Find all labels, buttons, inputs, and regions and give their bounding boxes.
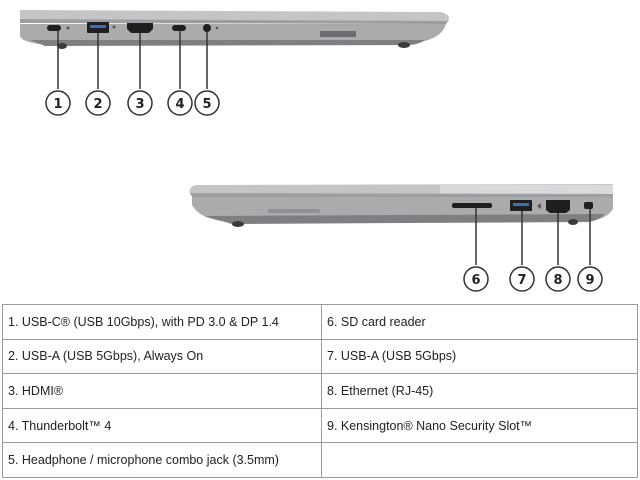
callout-4-label: 4 — [175, 97, 184, 112]
lock-slot-icon — [584, 202, 593, 209]
callout-6: 6 — [463, 266, 489, 292]
callout-9: 9 — [577, 266, 603, 292]
ports-legend-table: 1. USB-C® (USB 10Gbps), with PD 3.0 & DP… — [2, 304, 638, 478]
port-description: 9. Kensington® Nano Security Slot™ — [321, 407, 638, 444]
usb-symbol-icon — [112, 25, 116, 29]
callout-1-label: 1 — [53, 97, 62, 112]
port-description-empty — [321, 442, 638, 478]
lid-highlight — [440, 185, 613, 194]
table-row: 1. USB-C® (USB 10Gbps), with PD 3.0 & DP… — [2, 304, 638, 340]
audio-jack-icon — [203, 24, 211, 32]
table-row: 2. USB-A (USB 5Gbps), Always On 7. USB-A… — [2, 338, 638, 375]
table-row: 3. HDMI® 8. Ethernet (RJ-45) — [2, 373, 638, 409]
laptop-foot-left-1 — [57, 43, 67, 49]
headset-symbol-icon — [215, 26, 219, 30]
port-description: 2. USB-A (USB 5Gbps), Always On — [2, 338, 322, 375]
laptop-right-side-view — [189, 184, 613, 227]
callout-leaders-right — [475, 208, 591, 265]
hdmi-port-icon — [127, 23, 153, 33]
callout-9-label: 9 — [585, 273, 594, 288]
usb-symbol-right-icon — [537, 203, 541, 209]
laptop-base-left — [20, 24, 446, 44]
usb-c-port-icon — [47, 25, 61, 31]
callout-7-label: 7 — [517, 273, 526, 288]
led-icon — [66, 26, 70, 30]
laptop-ports-diagram: 1 2 3 4 5 — [20, 10, 613, 292]
callout-2-label: 2 — [93, 97, 102, 112]
thunderbolt-port-icon — [172, 25, 186, 31]
laptop-base-shadow-left — [30, 40, 425, 46]
port-description: 3. HDMI® — [2, 373, 322, 409]
callout-1: 1 — [45, 90, 71, 116]
port-description: 7. USB-A (USB 5Gbps) — [321, 338, 638, 375]
laptop-foot-right-2 — [568, 219, 578, 225]
sd-slot-icon — [452, 203, 492, 208]
table-row: 4. Thunderbolt™ 4 9. Kensington® Nano Se… — [2, 407, 638, 444]
ethernet-port-icon — [546, 200, 570, 213]
callout-3: 3 — [127, 90, 153, 116]
laptop-lid-edge-left — [20, 19, 448, 24]
laptop-foot-left-2 — [398, 42, 410, 48]
callout-2: 2 — [85, 90, 111, 116]
laptop-base-shadow-right — [205, 214, 605, 224]
laptop-lid-left — [20, 10, 449, 22]
callout-5: 5 — [194, 90, 220, 116]
callout-5-label: 5 — [202, 97, 211, 112]
vent-grille — [268, 209, 320, 213]
callout-leaders-left — [57, 30, 208, 89]
callout-6-label: 6 — [471, 273, 480, 288]
port-description: 1. USB-C® (USB 10Gbps), with PD 3.0 & DP… — [2, 304, 322, 340]
logo-marks — [320, 31, 356, 37]
laptop-left-side-view — [20, 10, 449, 49]
port-description: 4. Thunderbolt™ 4 — [2, 407, 322, 444]
port-description: 5. Headphone / microphone combo jack (3.… — [2, 442, 322, 478]
callout-4: 4 — [167, 90, 193, 116]
callout-8: 8 — [545, 266, 571, 292]
table-row: 5. Headphone / microphone combo jack (3.… — [2, 442, 638, 478]
callout-7: 7 — [509, 266, 535, 292]
port-description: 6. SD card reader — [321, 304, 638, 340]
callout-8-label: 8 — [553, 273, 562, 288]
laptop-foot-right-1 — [232, 221, 244, 227]
laptop-lid-edge-right — [190, 193, 613, 197]
port-description: 8. Ethernet (RJ-45) — [321, 373, 638, 409]
callout-3-label: 3 — [135, 97, 144, 112]
